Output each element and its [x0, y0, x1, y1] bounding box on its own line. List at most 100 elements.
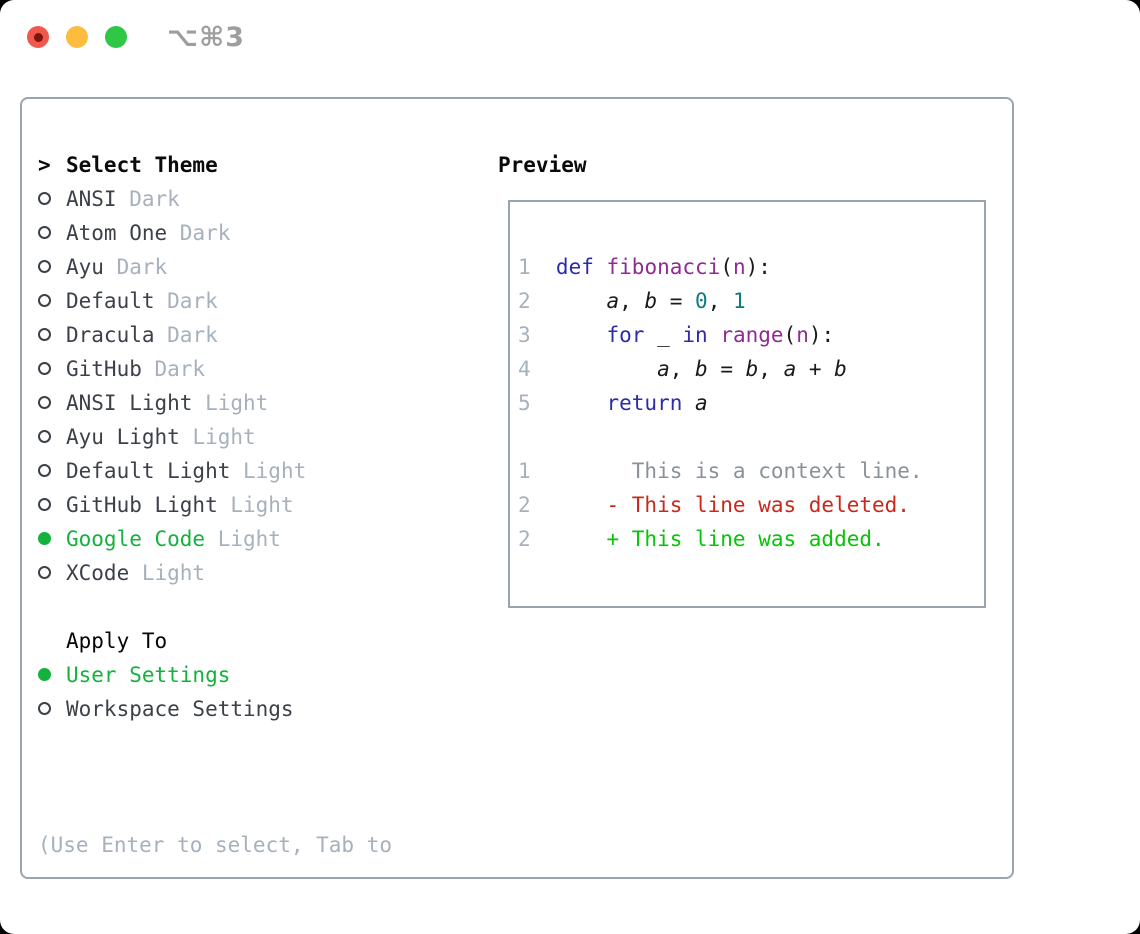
diff-line-deleted: 2 - This line was deleted.: [518, 488, 984, 522]
diff-line-context: 1 This is a context line.: [518, 454, 984, 488]
code-token: n: [732, 255, 746, 279]
code-token: ,: [669, 357, 696, 381]
theme-variant-badge: Dark: [141, 357, 206, 381]
apply-option-user-settings[interactable]: User Settings: [38, 658, 392, 692]
radio-slot: [38, 420, 66, 454]
code-token: return: [606, 391, 683, 415]
code-token: for: [606, 323, 645, 347]
code-token: in: [682, 323, 708, 347]
theme-name: GitHub: [66, 357, 142, 381]
theme-item-github-light[interactable]: GitHub Light Light: [38, 488, 392, 522]
theme-item-ayu[interactable]: Ayu Dark: [38, 250, 392, 284]
code-token: a: [657, 357, 670, 381]
code-token: ,: [707, 289, 733, 313]
theme-variant-badge: Dark: [167, 221, 231, 245]
radio-slot: [38, 250, 66, 284]
code-token: =: [657, 289, 696, 313]
line-number: 2: [518, 527, 531, 551]
theme-name: Default Light: [66, 459, 231, 483]
code-token: ,: [758, 357, 784, 381]
theme-item-default-light[interactable]: Default Light Light: [38, 454, 392, 488]
radio-slot: [38, 318, 66, 352]
code-token: a: [695, 391, 708, 415]
code-line: 3 for _ in range(n):: [518, 318, 984, 352]
code-token: [682, 391, 695, 415]
theme-item-google-code[interactable]: Google Code Light: [38, 522, 392, 556]
code-token: (: [783, 323, 797, 347]
code-line: 5 return a: [518, 386, 984, 420]
code-token: def: [555, 255, 594, 279]
theme-list-header: > Select Theme: [38, 148, 392, 182]
minimize-button-icon[interactable]: [66, 26, 88, 48]
theme-variant-badge: Light: [179, 425, 256, 449]
diff-line-added: 2 + This line was added.: [518, 522, 984, 556]
code-token: b: [644, 289, 658, 313]
spacer: [38, 726, 392, 760]
code-token: fibonacci: [606, 255, 721, 279]
theme-item-xcode[interactable]: XCode Light: [38, 556, 392, 590]
theme-variant-badge: Light: [205, 527, 281, 551]
code-token: [556, 289, 607, 313]
theme-item-ansi[interactable]: ANSI Dark: [38, 182, 392, 216]
code-token: n: [796, 323, 809, 347]
theme-item-github[interactable]: GitHub Dark: [38, 352, 392, 386]
theme-variant-badge: Light: [217, 493, 294, 517]
radio-slot: [38, 658, 66, 692]
theme-variant-badge: Light: [192, 391, 269, 415]
radio-slot: [38, 182, 66, 216]
radio-icon: [38, 566, 51, 579]
close-dot-icon: [33, 32, 43, 42]
code-line: 4 a, b = b, a + b: [518, 352, 984, 386]
theme-item-default[interactable]: Default Dark: [38, 284, 392, 318]
theme-name: Dracula: [66, 323, 155, 347]
theme-name: ANSI Light: [66, 391, 193, 415]
code-token: [708, 323, 721, 347]
line-number: 2: [518, 289, 531, 313]
theme-variant-badge: Dark: [154, 289, 218, 313]
code-token: ):: [808, 323, 835, 347]
radio-icon: [38, 430, 51, 443]
help-text-line2: change focus): [38, 930, 392, 934]
radio-icon: [38, 396, 51, 409]
code-token: [594, 255, 607, 279]
theme-variant-badge: Dark: [154, 323, 218, 347]
traffic-lights: [27, 26, 127, 48]
theme-item-atom-one[interactable]: Atom One Dark: [38, 216, 392, 250]
diff-text: This is a context line.: [555, 459, 923, 483]
code-line: 2 a, b = 0, 1: [518, 284, 984, 318]
radio-icon: [38, 328, 51, 341]
theme-item-ansi-light[interactable]: ANSI Light Light: [38, 386, 392, 420]
code-token: ):: [745, 255, 771, 279]
code-token: ,: [619, 289, 645, 313]
code-token: range: [720, 323, 784, 347]
theme-variant-badge: Light: [129, 561, 206, 585]
zoom-button-icon[interactable]: [105, 26, 127, 48]
theme-name: GitHub Light: [66, 493, 218, 517]
theme-name: Ayu Light: [66, 425, 180, 449]
theme-item-ayu-light[interactable]: Ayu Light Light: [38, 420, 392, 454]
line-number: 2: [518, 493, 531, 517]
radio-slot: [38, 488, 66, 522]
code-token: 0: [695, 289, 708, 313]
theme-item-dracula[interactable]: Dracula Dark: [38, 318, 392, 352]
code-token: =: [707, 357, 746, 381]
apply-option-workspace-settings[interactable]: Workspace Settings: [38, 692, 392, 726]
help-text-line1: (Use Enter to select, Tab to: [38, 833, 393, 857]
close-button-icon[interactable]: [27, 26, 49, 48]
theme-list-title: Select Theme: [66, 153, 218, 177]
code-token: b: [834, 357, 847, 381]
diff-text: + This line was added.: [555, 527, 885, 551]
radio-icon: [38, 192, 51, 205]
code-token: b: [745, 357, 759, 381]
apply-option-label: User Settings: [66, 663, 231, 687]
line-number: 3: [518, 323, 531, 347]
prompt-icon: >: [38, 153, 51, 177]
code-token: _: [644, 323, 683, 347]
blank-line: [518, 420, 984, 454]
radio-icon: [38, 498, 51, 511]
code-token: b: [695, 357, 708, 381]
code-token: [556, 357, 657, 381]
code-token: (: [720, 255, 733, 279]
